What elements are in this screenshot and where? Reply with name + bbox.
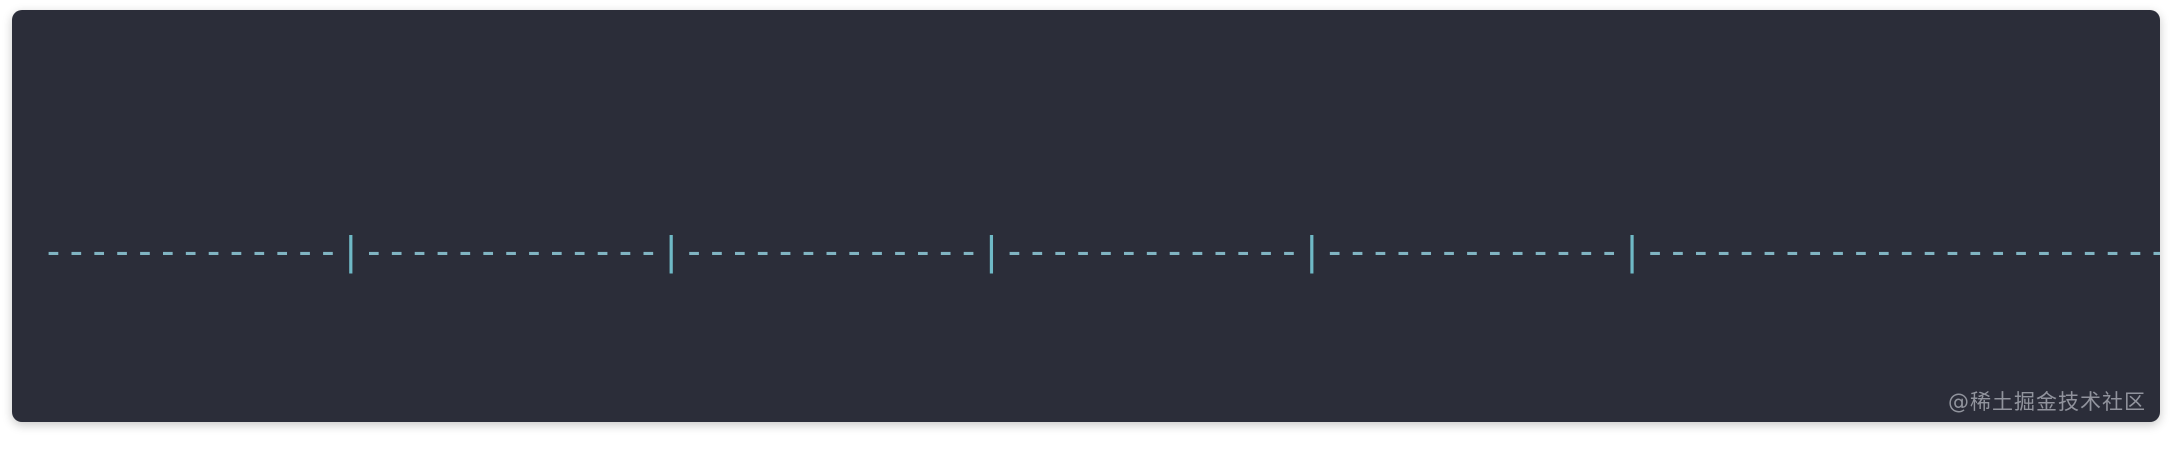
pipe-divider: | <box>659 229 683 273</box>
rule-segment-stmts: ------------- <box>362 229 660 273</box>
rule-segment-branch: ------------- <box>682 229 981 273</box>
coverage-table: -------------|-------------|------------… <box>12 10 2160 422</box>
site-watermark: @稀土掘金技术社区 <box>1948 390 2146 414</box>
table-separator-row: -------------|-------------|------------… <box>42 230 2160 272</box>
rule-segment-file: ------------- <box>42 229 340 273</box>
pipe-divider: | <box>1620 229 1644 273</box>
rule-segment-uncovered: --------------------------- <box>1643 229 2160 273</box>
terminal-card: -------------|-------------|------------… <box>12 10 2160 422</box>
rule-segment-funcs: ------------- <box>1002 229 1301 273</box>
pipe-divider: | <box>339 229 363 273</box>
pipe-divider: | <box>980 229 1003 273</box>
pipe-divider: | <box>1300 229 1324 273</box>
rule-segment-lines: ------------- <box>1323 229 1621 273</box>
